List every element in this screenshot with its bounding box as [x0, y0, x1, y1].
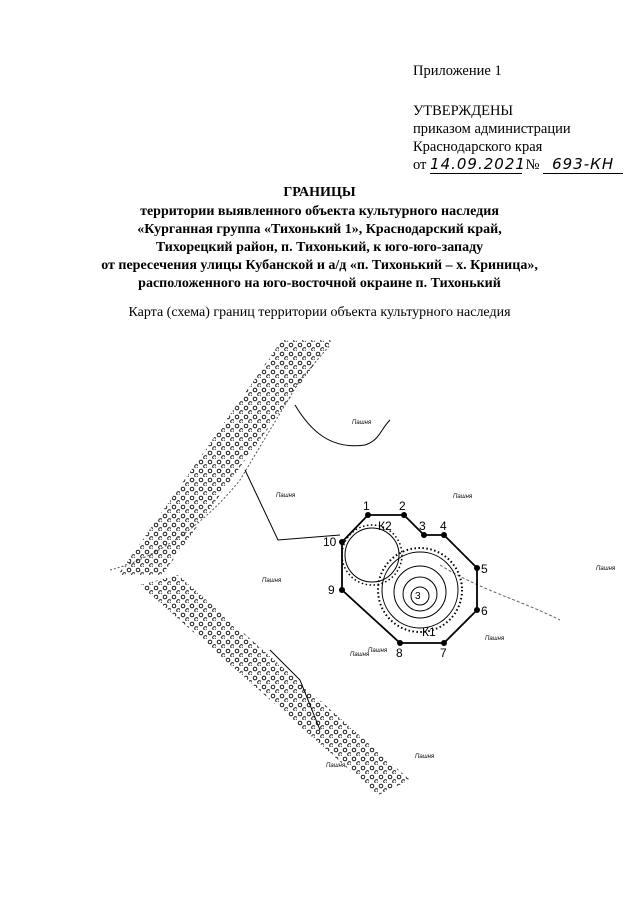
mound-k2 — [341, 524, 403, 586]
approval-heading: УТВЕРЖДЕНЫ — [413, 103, 514, 119]
approval-date-line: от 14.09.2021 № 693-КН — [413, 155, 624, 174]
approval-line2: Краснодарского края — [413, 139, 543, 155]
date-prefix: от — [413, 157, 427, 173]
title-line: от пересечения улицы Кубанской и а/д «п.… — [101, 258, 538, 273]
field-line — [244, 469, 341, 541]
land-label: Пашня — [276, 493, 296, 499]
map-caption: Карта (схема) границ территории объекта … — [128, 305, 511, 320]
land-label: Пашня — [368, 648, 388, 654]
point-label: 3 — [419, 519, 426, 533]
approval-date: 14.09.2021 — [430, 155, 526, 174]
appendix-label: Приложение 1 — [413, 63, 502, 79]
field-line — [294, 404, 391, 447]
road — [109, 344, 331, 571]
mound-label-k1: К1 — [422, 625, 436, 639]
svg-text:3: 3 — [415, 591, 421, 602]
number-prefix: № — [525, 157, 540, 173]
point-label: 2 — [399, 499, 406, 513]
point-label: 9 — [328, 583, 335, 597]
point-label: 5 — [481, 562, 488, 576]
title-line: «Курганная группа «Тихонький 1», Краснод… — [137, 222, 502, 237]
point-label: 8 — [396, 646, 403, 660]
point-label: 1 — [363, 499, 370, 513]
title-line: территории выявленного объекта культурно… — [140, 204, 499, 219]
land-label: Пашня — [596, 566, 616, 572]
point-label: 7 — [440, 646, 447, 660]
field-line — [269, 649, 321, 731]
land-label: Пашня — [352, 420, 372, 426]
approval-number: 693-КН — [543, 155, 624, 174]
land-label: Пашня — [415, 754, 435, 760]
point-label: 4 — [440, 519, 447, 533]
title-line: расположенного на юго-восточной окраине … — [138, 276, 501, 291]
land-label: Пашня — [262, 578, 282, 584]
land-label: Пашня — [485, 636, 505, 642]
point-label: 10 — [323, 535, 337, 549]
forest-belt-upper — [118, 340, 332, 575]
approval-line1: приказом администрации — [413, 121, 571, 137]
gully-line — [439, 564, 561, 621]
mound-k1 — [377, 547, 463, 633]
land-label: Пашня — [326, 763, 346, 769]
forest-belt-lower — [140, 575, 410, 795]
title-line: Тихорецкий район, п. Тихонький, к юго-юг… — [155, 240, 484, 255]
point-label: 6 — [481, 604, 488, 618]
mound-label-k2: К2 — [378, 519, 392, 533]
land-label: Пашня — [453, 494, 473, 500]
document-title: ГРАНИЦЫ — [283, 185, 356, 200]
land-label: Пашня — [350, 652, 370, 658]
